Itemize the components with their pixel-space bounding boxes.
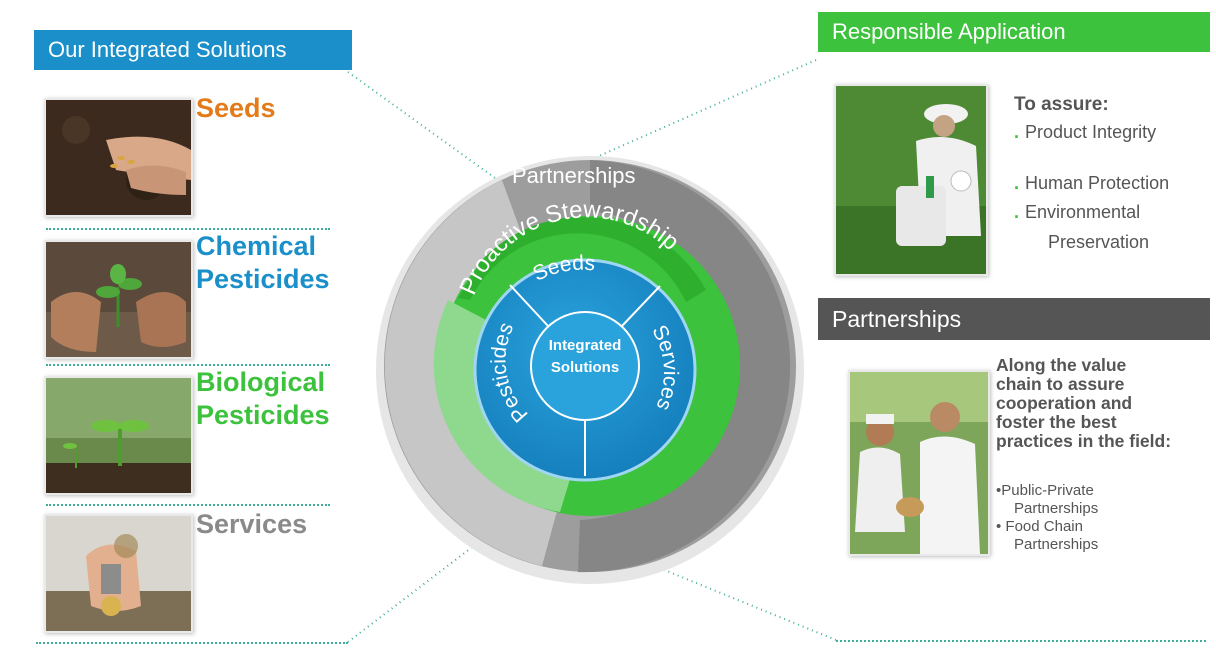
category-chemical-line1: Chemical (196, 231, 317, 261)
list-item: Partnerships (1014, 500, 1099, 517)
responsible-application-photo (834, 84, 988, 276)
category-services-label: Services (196, 509, 308, 539)
category-chemical-pesticides: Chemical Pesticides (196, 230, 330, 296)
category-biological-pesticides: Biological Pesticides (196, 366, 330, 432)
bullet-dot: . (1014, 202, 1020, 222)
partnerships-ring-shade (578, 160, 791, 573)
divider-1 (46, 228, 330, 230)
category-chemical-line2: Pesticides (196, 264, 330, 294)
bullet-text: Environmental (1025, 202, 1141, 222)
integrated-solutions-title: Our Integrated Solutions (48, 37, 287, 62)
bullet-dot: . (1014, 173, 1020, 193)
list-item: • Food Chain (996, 518, 1083, 535)
list-item: Partnerships (1014, 536, 1099, 553)
partnerships-banner: Partnerships (818, 298, 1210, 340)
bullet-preservation: Preservation (1048, 232, 1150, 252)
divider-3 (46, 504, 330, 506)
segment-dividers (509, 284, 661, 476)
chemical-pesticides-photo (44, 240, 193, 359)
category-services: Services (196, 508, 307, 541)
partnerships-line-4: foster the best (996, 412, 1117, 432)
bullet-dot: . (1014, 122, 1020, 142)
divider-2 (46, 364, 330, 366)
responsible-application-title: Responsible Application (832, 19, 1066, 44)
connector-lines (347, 59, 837, 643)
biological-pesticides-photo (44, 376, 193, 495)
core-label-line2: Solutions (551, 359, 619, 376)
bullet-environmental: .Environmental (1014, 202, 1140, 223)
bullet-text: Human Protection (1025, 173, 1170, 193)
services-photo (44, 514, 193, 633)
seeds-photo (44, 98, 193, 217)
partnerships-description: Along the value chain to assure cooperat… (996, 356, 1171, 451)
partnerships-ring-label: Partnerships (512, 163, 636, 188)
responsible-application-banner: Responsible Application (818, 12, 1210, 52)
category-biological-line2: Pesticides (196, 400, 330, 430)
partnerships-line-2: chain to assure (996, 374, 1125, 394)
partnerships-line-1: Along the value (996, 355, 1127, 375)
integrated-solutions-banner: Our Integrated Solutions (34, 30, 352, 70)
bullet-product-integrity: .Product Integrity (1014, 122, 1156, 143)
partnerships-line-3: cooperation and (996, 393, 1133, 413)
partnerships-title: Partnerships (832, 305, 962, 332)
partnership-list: •Public-Private Partnerships • Food Chai… (996, 482, 1098, 554)
partnerships-line-5: practices in the field: (996, 431, 1172, 451)
core-label-line1: Integrated (549, 337, 622, 354)
list-item: •Public-Private (996, 482, 1094, 499)
assure-heading: To assure: (1014, 94, 1109, 115)
partnerships-photo (848, 370, 990, 556)
category-biological-line1: Biological (196, 367, 326, 397)
partnerships-ring-highlight (384, 180, 560, 566)
divider-4 (36, 642, 348, 644)
stewardship-band (458, 216, 706, 302)
bullet-human-protection: .Human Protection (1014, 173, 1169, 194)
category-seeds-label: Seeds (196, 93, 276, 123)
bullet-text: Product Integrity (1025, 122, 1157, 142)
category-seeds: Seeds (196, 92, 276, 125)
divider-right (836, 640, 1206, 642)
